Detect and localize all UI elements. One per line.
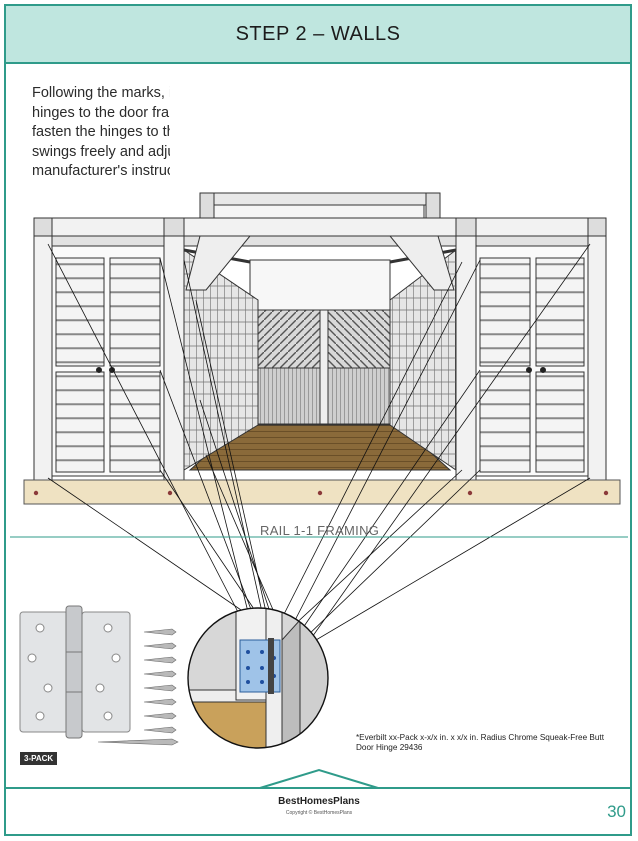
- footer-copyright: Copyright © BestHomesPlans: [285, 810, 353, 816]
- intro-line: Following the marks, install the: [32, 85, 170, 101]
- intro-line: hinges to the door frame and: [32, 104, 170, 121]
- figure-caption: RAIL 1-1 FRAMING: [260, 523, 380, 538]
- back-wall: [249, 259, 391, 425]
- step-header: STEP 2 – WALLS: [6, 6, 630, 64]
- hinge-product-note: *Everbilt xx-Pack x-x/x in. x x/x in. Ra…: [356, 733, 604, 752]
- door-hinge-image: [19, 605, 131, 739]
- screws-image: [97, 628, 179, 746]
- intro-text: Following the marks, install the hinges …: [32, 84, 170, 184]
- page-frame: [4, 4, 632, 836]
- top-beam: [33, 217, 607, 247]
- footer-line: [6, 787, 630, 789]
- footer-notch: [259, 768, 379, 789]
- pack-badge: 3-PACK: [20, 752, 58, 765]
- base-rail: [23, 479, 621, 505]
- corner-braces: [185, 235, 455, 291]
- left-louvered-panel: [33, 235, 185, 481]
- hinge-detail-callout: [187, 607, 329, 749]
- footer-brand: BestHomesPlans: [278, 796, 360, 807]
- intro-line: fasten the hinges to the door so it: [32, 124, 170, 140]
- intro-line: manufacturer's instructions.: [32, 163, 170, 179]
- page-number: 30: [607, 802, 626, 821]
- intro-line: swings freely and adjust per: [32, 143, 170, 160]
- hinge-leader-lines: [47, 243, 591, 641]
- right-louvered-panel: [455, 235, 607, 481]
- step-title: STEP 2 – WALLS: [235, 22, 401, 45]
- top-ridge-frame: [199, 192, 441, 220]
